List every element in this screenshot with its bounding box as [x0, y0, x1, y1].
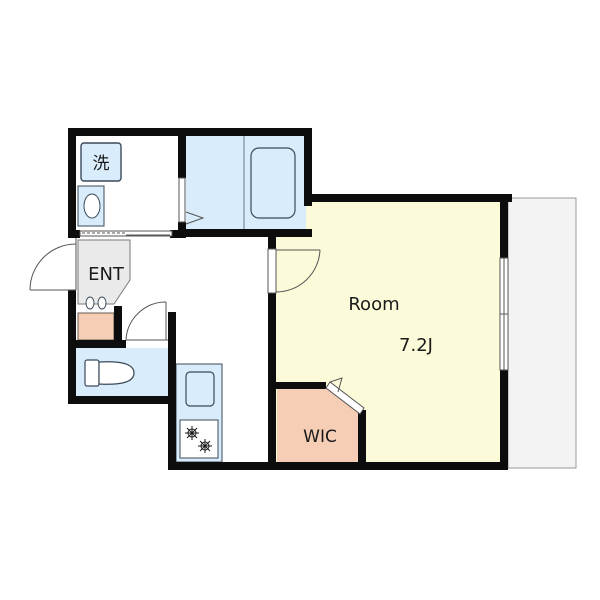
- wall: [268, 293, 276, 470]
- balcony-window: [499, 257, 509, 371]
- slippers-icon: [85, 296, 107, 310]
- wall: [168, 462, 508, 470]
- wall: [358, 410, 366, 468]
- wall: [68, 230, 80, 238]
- room-label: Room: [348, 294, 399, 315]
- sliding-door: [79, 230, 173, 237]
- room-size-label: 7.2J: [399, 335, 433, 356]
- toilet-icon: [84, 359, 135, 387]
- room-door: [267, 248, 321, 294]
- wall: [500, 370, 508, 470]
- bath-door: [178, 177, 205, 225]
- wall: [68, 128, 312, 136]
- wall: [268, 237, 276, 249]
- wall: [68, 396, 176, 404]
- laundry-label: 洗: [93, 154, 110, 174]
- closet-door: [325, 377, 365, 415]
- bathtub-icon: [250, 147, 296, 219]
- entrance-step: [77, 239, 131, 305]
- washing-machine-icon: [80, 142, 122, 182]
- wall: [186, 229, 312, 237]
- walls: [68, 128, 512, 470]
- wall: [178, 128, 186, 178]
- stove-icon: [179, 419, 219, 459]
- closet-label: WIC: [303, 427, 337, 447]
- wall: [500, 194, 508, 258]
- closet-floor: [277, 387, 362, 462]
- entrance-label: ENT: [88, 264, 125, 285]
- wash-basin-icon: [77, 185, 105, 227]
- wall: [276, 382, 326, 389]
- wall: [304, 128, 312, 206]
- wall: [304, 194, 512, 202]
- shoe-storage: [77, 312, 115, 341]
- wall: [68, 128, 76, 238]
- wall: [68, 340, 126, 348]
- entrance-door: [29, 238, 77, 291]
- wall: [170, 230, 186, 238]
- toilet-door: [125, 301, 168, 348]
- wall: [114, 306, 122, 348]
- wall: [168, 312, 176, 470]
- kitchen-sink-icon: [185, 371, 215, 407]
- balcony-area: [507, 197, 577, 469]
